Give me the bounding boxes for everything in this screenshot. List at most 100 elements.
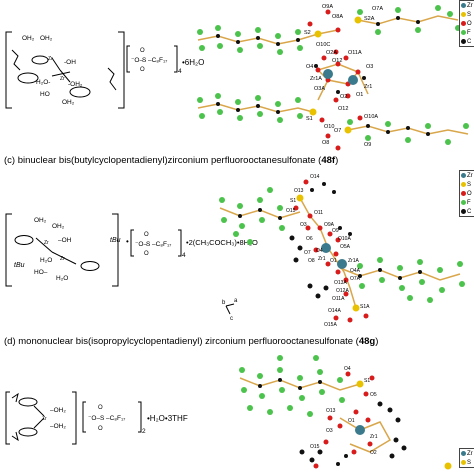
atom-label: O13 — [294, 188, 304, 194]
atom-label: O10A — [338, 236, 351, 242]
axis-label-a: a — [234, 298, 238, 304]
atom-label: S1A — [360, 304, 370, 310]
atom-label: O12 — [332, 58, 342, 64]
svg-text:OH₂: OH₂ — [22, 35, 35, 42]
formula-bottom: Zr –OH₂ –OH₂ — [5, 391, 77, 445]
crystal-structure-top: O9A O7A S2A O8A S2 O10C O2A O11A O4 O12 … — [197, 4, 469, 151]
crystal-structure-bottom: O4 S1 O5 O13 O1 O3 O2 Zr1 O15 — [239, 355, 452, 470]
svg-text:O: O — [144, 232, 149, 238]
atom-label: O11 — [314, 210, 323, 216]
atom-label: S1 — [290, 198, 296, 204]
svg-text:O: O — [98, 426, 103, 432]
atom-label: O12A — [336, 288, 349, 294]
svg-text:O: O — [140, 67, 145, 73]
axis-label-c: c — [230, 316, 233, 322]
atom-label: O9 — [364, 142, 371, 148]
svg-text:Zr: Zr — [60, 256, 65, 262]
atom-label: O8A — [332, 14, 343, 20]
svg-text:⁻O–: ⁻O– — [131, 57, 143, 64]
atom-label: O6 — [306, 236, 313, 242]
svg-text:Zr: Zr — [42, 416, 47, 422]
atom-label: O10A — [364, 114, 378, 120]
atom-label: O5A — [340, 244, 351, 250]
svg-text:S: S — [100, 415, 105, 422]
anion-top-subscript: 4 — [178, 68, 182, 75]
atom-label: O4A — [350, 268, 361, 274]
atom-label: S1 — [364, 378, 370, 384]
svg-text:HO: HO — [40, 91, 50, 98]
atom-label: O4 — [306, 64, 313, 70]
atom-label: S1 — [306, 116, 313, 122]
svg-text:HO–: HO– — [34, 269, 48, 276]
atom-label: O4 — [316, 248, 323, 254]
caption-d: (d) mononuclear bis(isopropylcyclopentad… — [4, 336, 379, 347]
atom-label: Zr1 — [370, 434, 378, 440]
atom-label: O1 — [348, 418, 355, 424]
atom-label: O11A — [332, 296, 345, 302]
atom-label: O2A — [326, 50, 337, 56]
svg-text:–OH₂: –OH₂ — [50, 423, 66, 430]
atom-label: Zr1 — [318, 256, 326, 262]
svg-text:OH₂: OH₂ — [62, 99, 75, 106]
legend-middle: Zr S O F C — [459, 170, 474, 217]
atom-label: O15 — [310, 444, 320, 450]
atom-label: O3A — [314, 86, 325, 92]
atom-label: O15 — [286, 208, 296, 214]
atom-label: O12 — [338, 106, 348, 112]
atom-label: O8 — [322, 140, 329, 146]
svg-text:H₂O-: H₂O- — [36, 79, 50, 86]
svg-text:S: S — [146, 241, 151, 248]
anion-bottom-solvent: •H₂O•3THF — [147, 414, 188, 423]
tbu-label-2: tBu — [14, 262, 25, 269]
svg-text:H₂O: H₂O — [40, 257, 52, 264]
atom-label: O4 — [344, 366, 351, 372]
anion-middle-solvent: •2(CH₃COCH₃)•8H₂O — [186, 238, 258, 247]
anion-bottom: ⁻O– S –C₈F₁₇ O O — [82, 401, 142, 433]
atom-label: O9 — [332, 228, 339, 234]
svg-text:–OH₂: –OH₂ — [50, 407, 66, 414]
atom-label: O10C — [316, 42, 330, 48]
atom-label: Zr1 — [364, 84, 372, 90]
atom-label: O11A — [348, 50, 362, 56]
anion-middle: • ⁻O– S –C₈F₁₇ O O — [126, 229, 182, 257]
anion-top-water: •6H₂O — [182, 58, 205, 67]
svg-text:•: • — [126, 237, 129, 246]
svg-text:OH₂: OH₂ — [34, 217, 47, 224]
svg-text:Zr: Zr — [60, 76, 65, 82]
atom-label: O3 — [326, 428, 333, 434]
svg-text:-OH₂: -OH₂ — [68, 81, 83, 88]
atom-label: O10 — [324, 124, 334, 130]
atom-label: O5 — [370, 392, 377, 398]
anion-middle-subscript: 4 — [182, 252, 186, 259]
atom-label: O2 — [370, 450, 377, 456]
svg-text:Zr: Zr — [48, 56, 53, 62]
atom-label: O2 — [340, 94, 347, 100]
svg-text:–C₈F₁₇: –C₈F₁₇ — [106, 415, 125, 422]
svg-text:O: O — [140, 48, 145, 54]
tbu-label-1: tBu — [110, 237, 121, 244]
svg-text:–OH: –OH — [58, 237, 72, 244]
atom-label: O7 — [334, 128, 341, 134]
atom-label: S2 — [304, 30, 311, 36]
atom-label: O13 — [326, 408, 336, 414]
svg-text:⁻O–: ⁻O– — [88, 415, 100, 422]
crystal-structure-middle: O14 O13 S1 O15 O11 O3 O9A O9 O10A O5A O6… — [219, 174, 465, 328]
legend-bottom: Zr S — [459, 448, 474, 468]
formula-top: OH₂ OH₂ Zr -OH H₂O- Zr -OH₂ HO OH₂ — [5, 31, 125, 109]
legend-top: Zr S O F C — [459, 0, 474, 47]
svg-text:–C₈F₁₇: –C₈F₁₇ — [152, 241, 171, 248]
atom-label: O7A — [350, 276, 361, 282]
anion-top: ⁻O– S –C₈F₁₇ O O — [126, 45, 178, 73]
atom-label: O13A — [334, 280, 347, 286]
svg-text:⁻O–: ⁻O– — [135, 241, 147, 248]
svg-text:S: S — [142, 57, 147, 64]
atom-label: O7 — [304, 250, 311, 256]
svg-text:-OH: -OH — [64, 59, 76, 66]
atom-label: O9A — [322, 4, 333, 10]
svg-text:Zr: Zr — [44, 240, 49, 246]
svg-text:–C₈F₁₇: –C₈F₁₇ — [148, 57, 167, 64]
atom-label: O15A — [324, 322, 337, 328]
atom-label: Zr1A — [310, 76, 322, 82]
svg-text:OH₂: OH₂ — [40, 35, 53, 42]
atom-label: O14A — [328, 308, 341, 314]
